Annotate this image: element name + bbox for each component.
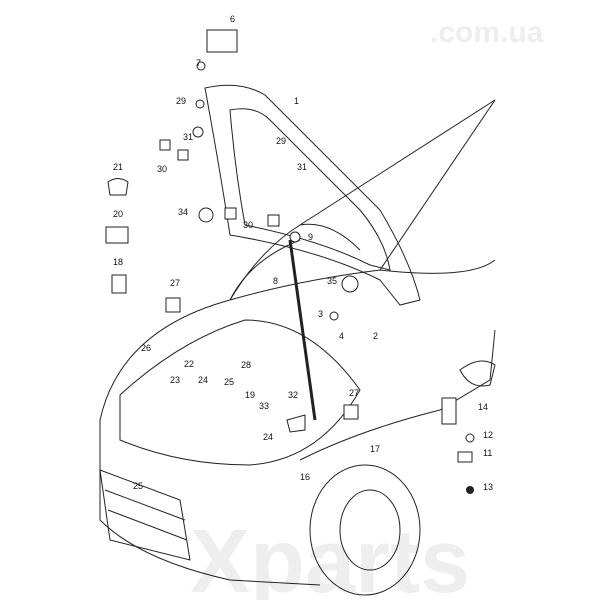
- callout-label: 35: [327, 276, 337, 286]
- callout-label: 31: [183, 132, 193, 142]
- callout-label: 17: [370, 444, 380, 454]
- callout-label: 24: [263, 432, 273, 442]
- callout-label: 24: [198, 375, 208, 385]
- part-35: [341, 275, 359, 293]
- part-34: [198, 207, 214, 223]
- callout-label: 26: [141, 343, 151, 353]
- callout-label: 27: [170, 278, 180, 288]
- windshield: [229, 99, 496, 301]
- watermark-domain: .com.ua: [430, 16, 544, 49]
- callout-label: 3: [318, 309, 323, 319]
- car-body: [99, 99, 496, 586]
- callout-label: 9: [308, 232, 313, 242]
- wheel: [309, 464, 421, 596]
- part-20: [105, 226, 129, 244]
- part-12: [465, 433, 475, 443]
- callout-label: 27: [349, 388, 359, 398]
- wheel-rim: [339, 489, 401, 571]
- grille: [99, 469, 191, 561]
- hood-inner: [229, 108, 391, 271]
- callout-label: 16: [300, 472, 310, 482]
- part-29: [195, 99, 205, 109]
- part-32: [286, 414, 306, 433]
- part-30: [159, 139, 171, 151]
- part-21: [107, 178, 129, 196]
- callout-label: 29: [276, 136, 286, 146]
- callout-label: 2: [373, 331, 378, 341]
- callout-label: 30: [157, 164, 167, 174]
- callout-label: 25: [133, 481, 143, 491]
- part-11: [457, 451, 473, 463]
- part-7: [196, 61, 206, 71]
- callout-label: 34: [178, 207, 188, 217]
- callout-label: 11: [483, 448, 492, 458]
- callout-label: 25: [224, 377, 234, 387]
- part-9: [289, 231, 301, 243]
- callout-label: 8: [273, 276, 278, 286]
- callout-label: 1: [294, 96, 299, 106]
- side-mirror: [459, 360, 496, 387]
- callout-label: 7: [196, 58, 201, 68]
- callout-label: 32: [288, 390, 298, 400]
- callout-label: 23: [170, 375, 180, 385]
- callout-label: 22: [184, 359, 194, 369]
- callout-label: 4: [339, 331, 344, 341]
- callout-label: 21: [113, 162, 123, 172]
- part-30b: [177, 149, 189, 161]
- callout-label: 13: [483, 482, 493, 492]
- gas-strut: [288, 239, 317, 421]
- callout-label: 33: [259, 401, 269, 411]
- callout-label: 18: [113, 257, 123, 267]
- callout-label: 14: [478, 402, 488, 412]
- part-30d: [267, 214, 280, 227]
- part-3: [329, 311, 339, 321]
- callout-label: 6: [230, 14, 235, 24]
- watermark-brand: Xparts: [190, 512, 470, 600]
- part-13: [466, 486, 474, 494]
- callout-label: 31: [297, 162, 307, 172]
- part-30c: [224, 207, 237, 220]
- callout-label: 19: [245, 390, 255, 400]
- hood-outline: [204, 84, 421, 306]
- callout-label: 28: [241, 360, 251, 370]
- callout-label: 29: [176, 96, 186, 106]
- callout-label: 12: [483, 430, 493, 440]
- part-27b: [343, 404, 359, 420]
- part-14: [441, 397, 457, 425]
- callout-label: 20: [113, 209, 123, 219]
- part-27: [165, 297, 181, 313]
- hood-seal: [119, 319, 361, 466]
- part-31: [192, 126, 204, 138]
- part-18: [111, 274, 127, 294]
- callout-label: 30: [243, 220, 253, 230]
- part-6-hood-lock: [206, 29, 238, 53]
